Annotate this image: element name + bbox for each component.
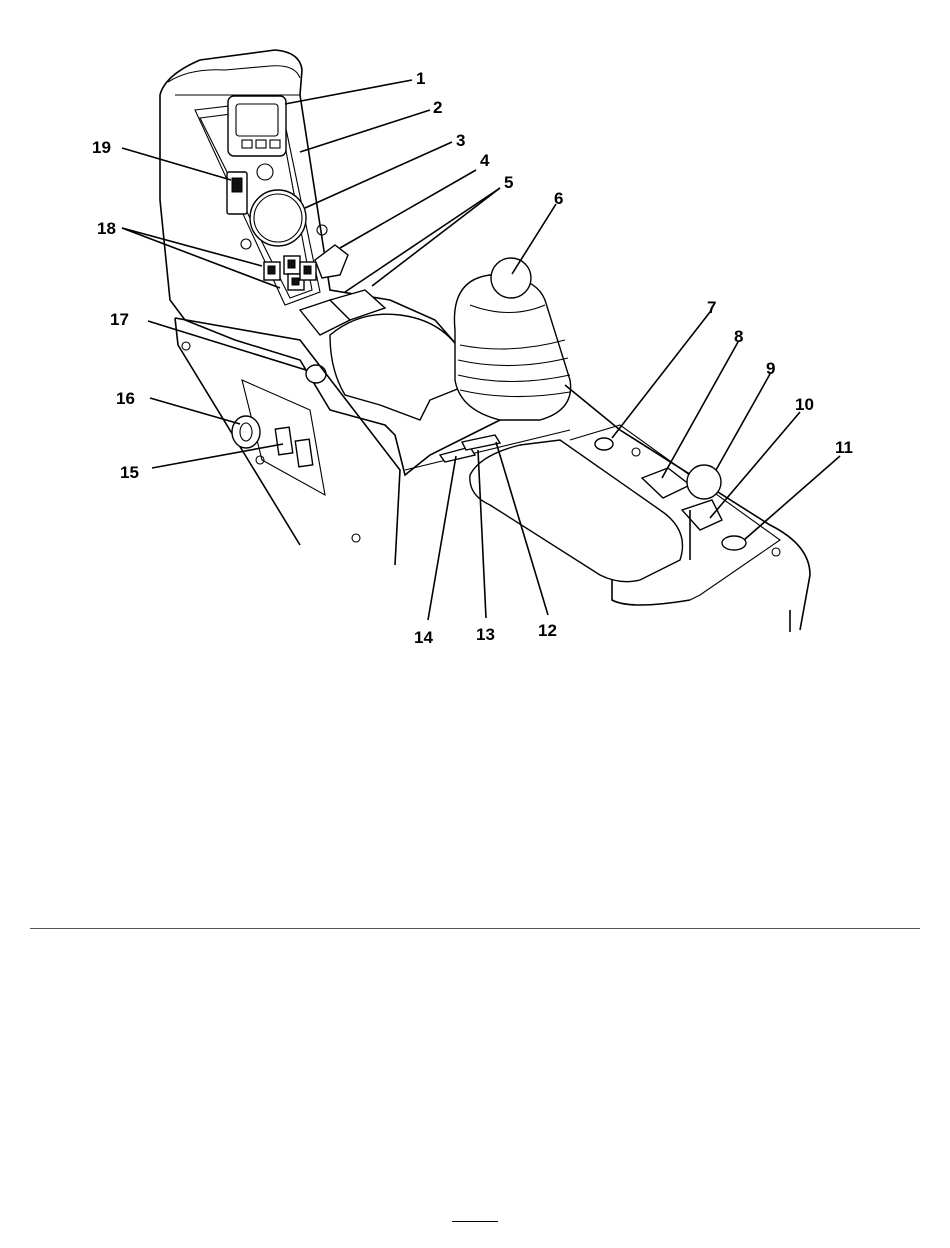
callout-3: 3: [456, 131, 465, 150]
gauge-icon: [250, 190, 306, 246]
callout-16: 16: [116, 389, 135, 408]
page-footer-mark: [452, 1221, 498, 1222]
callout-4: 4: [480, 151, 490, 170]
display-screen: [228, 96, 286, 180]
callout-1: 1: [416, 69, 425, 88]
callout-18: 18: [97, 219, 116, 238]
callout-2: 2: [433, 98, 442, 117]
callout-14: 14: [414, 628, 433, 647]
callout-10: 10: [795, 395, 814, 414]
control-console-illustration: 1 2 3 4 5 6 7 8 9 10 11 12 13 14 15 16 1…: [0, 0, 950, 660]
joystick-6: [454, 258, 570, 420]
callout-5: 5: [504, 173, 513, 192]
callout-12: 12: [538, 621, 557, 640]
callout-19: 19: [92, 138, 111, 157]
section-divider: [30, 928, 920, 929]
callout-9: 9: [766, 359, 775, 378]
callout-6: 6: [554, 189, 563, 208]
callout-11: 11: [835, 438, 853, 457]
callout-7: 7: [707, 298, 716, 317]
callout-13: 13: [476, 625, 495, 644]
callout-15: 15: [120, 463, 139, 482]
callout-8: 8: [734, 327, 743, 346]
rocker-switch-19: [227, 172, 247, 214]
lever-4: [315, 245, 348, 278]
callout-17: 17: [110, 310, 129, 329]
knob-17: [306, 365, 326, 383]
